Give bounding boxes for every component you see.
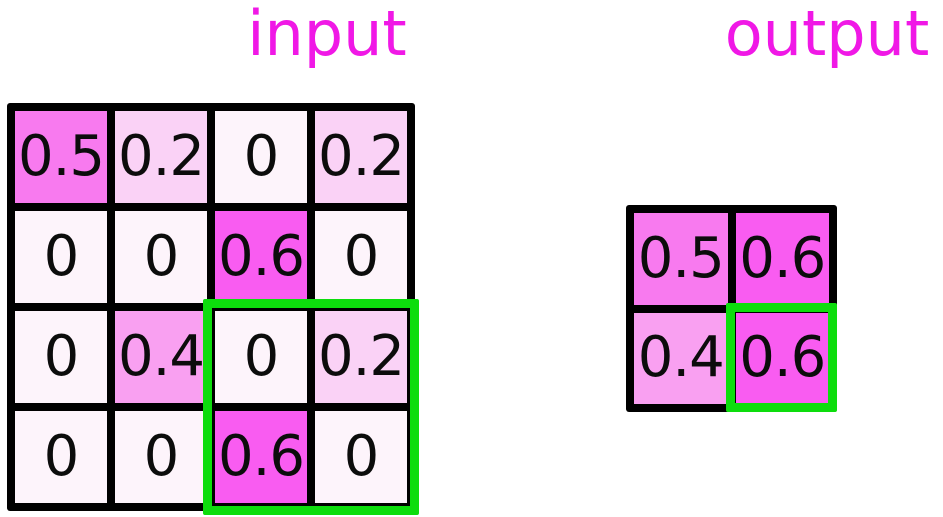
input-cell-r4c3: 0.6 [215, 411, 307, 503]
input-cell-r3c3: 0 [215, 311, 307, 403]
input-pooling-window-highlight [203, 299, 419, 515]
input-cell-r4c1: 0 [15, 411, 107, 503]
input-cell-r2c4: 0 [315, 211, 407, 303]
input-cell-r3c1: 0 [15, 311, 107, 403]
input-cell-r1c4: 0.2 [315, 111, 407, 203]
input-cell-r3c2: 0.4 [115, 311, 207, 403]
output-title: output [724, 0, 930, 70]
input-cell-r4c4: 0 [315, 411, 407, 503]
output-cell-r2c2: 0.6 [735, 312, 829, 404]
input-cell-r1c1: 0.5 [15, 111, 107, 203]
output-cell-r1c1: 0.5 [634, 213, 728, 305]
output-cell-r2c1: 0.4 [634, 312, 728, 404]
input-cell-r2c1: 0 [15, 211, 107, 303]
input-cell-r2c2: 0 [115, 211, 207, 303]
input-cell-r4c2: 0 [115, 411, 207, 503]
input-title: input [247, 0, 407, 70]
input-cell-r1c3: 0 [215, 111, 307, 203]
input-cell-r2c3: 0.6 [215, 211, 307, 303]
input-cell-r1c2: 0.2 [115, 111, 207, 203]
input-cell-r3c4: 0.2 [315, 311, 407, 403]
output-cell-r1c2: 0.6 [735, 213, 829, 305]
output-pooled-cell-highlight [726, 303, 837, 412]
